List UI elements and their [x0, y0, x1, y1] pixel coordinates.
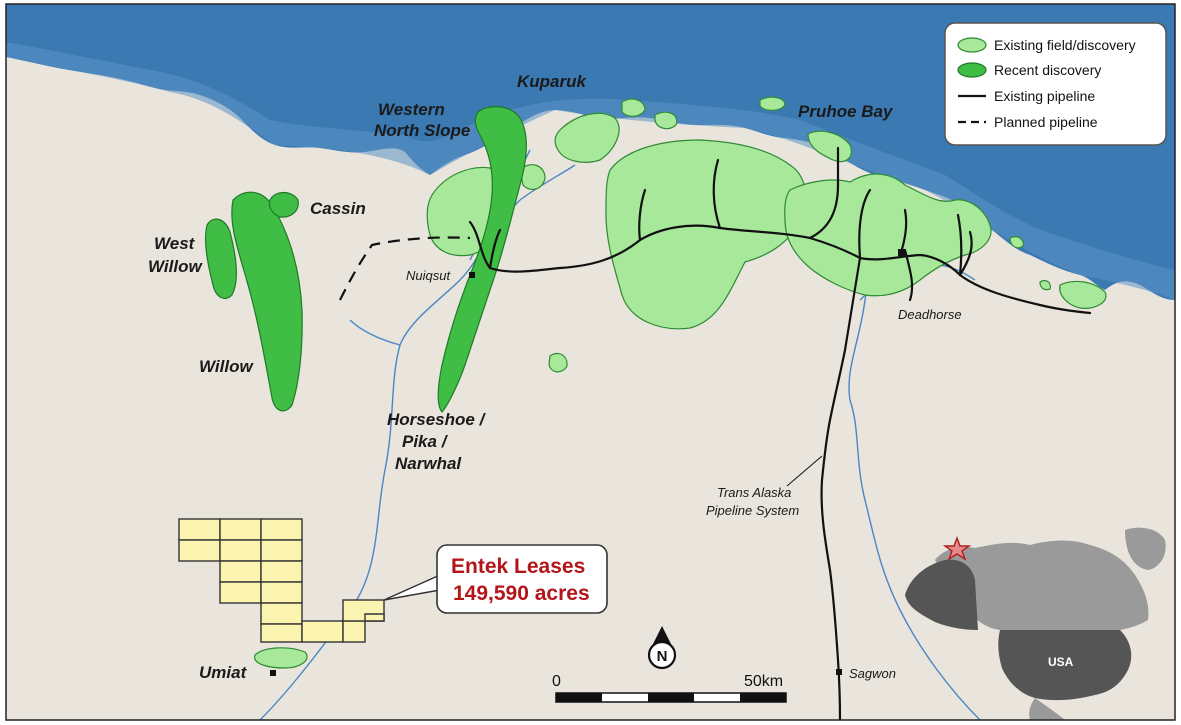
- lease-block: [178, 518, 221, 541]
- taps-leader: [786, 455, 823, 487]
- label-kuparuk: Kuparuk: [517, 72, 588, 91]
- town-marker-nuiqsut: [469, 272, 475, 278]
- field-small-2: [654, 111, 678, 130]
- lease-block: [301, 620, 344, 643]
- north-label: N: [657, 648, 668, 665]
- field-pruhoe-north: [807, 130, 852, 163]
- field-east-1: [1059, 280, 1107, 309]
- existing-pipelines: [468, 146, 1092, 720]
- lease-block: [260, 623, 303, 643]
- planned-pipeline: [339, 236, 471, 301]
- lease-block: [260, 560, 303, 583]
- callout-line-2: 149,590 acres: [453, 582, 590, 605]
- lease-block: [219, 539, 262, 562]
- inset-canada: [935, 540, 1149, 630]
- lease-block: [260, 518, 303, 541]
- label-cassin: Cassin: [310, 199, 366, 218]
- lease-block: [260, 602, 303, 625]
- lake: [44, 9, 247, 75]
- lease-block: [342, 620, 366, 643]
- label-western-1: Western: [378, 100, 445, 119]
- label-umiat: Umiat: [199, 663, 248, 682]
- legend-label-existing-pipeline: Existing pipeline: [994, 88, 1095, 104]
- coastal-shallows: [6, 42, 1175, 300]
- north-arrow-circle: [647, 640, 677, 670]
- field-south-small: [548, 352, 568, 373]
- field-pruhoe-north-2: [759, 96, 786, 111]
- town-marker-sagwon: [836, 669, 842, 675]
- legend-symbol-existing: [957, 37, 987, 53]
- beaufort-sea: [6, 4, 1175, 300]
- town-sagwon: Sagwon: [849, 666, 896, 681]
- star-icon: [942, 536, 972, 561]
- lease-block: [219, 560, 262, 583]
- town-marker-deadhorse: [898, 249, 905, 256]
- inset-alaska: [905, 559, 978, 630]
- label-west-willow-2: Willow: [148, 257, 203, 276]
- lease-block: [178, 539, 221, 562]
- legend-label-planned-pipeline: Planned pipeline: [994, 114, 1098, 130]
- field-umiat: [254, 647, 308, 669]
- callout-box: [436, 544, 608, 614]
- field-small-1: [621, 98, 646, 117]
- label-pruhoe-bay: Pruhoe Bay: [798, 102, 894, 121]
- existing-fields: [254, 96, 1107, 669]
- field-kuparuk: [554, 112, 620, 163]
- discovery-west-willow: [204, 218, 238, 299]
- town-deadhorse: Deadhorse: [898, 307, 962, 322]
- scale-bar: 0 50km: [552, 673, 787, 703]
- inset-usa-label: USA: [1048, 655, 1074, 669]
- lease-block: [260, 539, 303, 562]
- lease-block: [219, 581, 262, 604]
- legend-box: [944, 22, 1167, 146]
- field-east-2: [1009, 236, 1024, 249]
- inset-mexico: [1029, 698, 1065, 720]
- discovery-cassin: [268, 191, 299, 218]
- discovery-horseshoe-pika-narwhal: [437, 106, 528, 413]
- field-east-3: [1039, 279, 1051, 291]
- lease-block: [260, 581, 303, 604]
- town-marker-umiat: [270, 670, 276, 676]
- north-arrow: N: [647, 626, 677, 670]
- label-horseshoe-1: Horseshoe /: [387, 410, 487, 429]
- taps-label-2: Pipeline System: [706, 503, 799, 518]
- label-west-willow-1: West: [154, 234, 196, 253]
- legend-label-recent: Recent discovery: [994, 62, 1101, 78]
- callout-line-1: Entek Leases: [451, 555, 585, 578]
- field-kuparuk-east: [519, 164, 546, 191]
- label-willow: Willow: [199, 357, 254, 376]
- entek-callout: Entek Leases 149,590 acres: [383, 544, 608, 614]
- label-horseshoe-2: Pika /: [402, 432, 449, 451]
- legend: Existing field/discovery Recent discover…: [944, 22, 1167, 146]
- taps-label-1: Trans Alaska: [717, 485, 791, 500]
- legend-label-existing: Existing field/discovery: [994, 37, 1136, 53]
- town-markers: [270, 249, 905, 676]
- entek-leases: [178, 518, 385, 643]
- label-horseshoe-3: Narwhal: [395, 454, 462, 473]
- scale-end: 50km: [744, 673, 783, 690]
- field-central-large: [605, 139, 806, 330]
- map-frame: [5, 3, 1176, 721]
- legend-symbol-recent: [957, 62, 987, 78]
- scale-start: 0: [552, 673, 561, 690]
- lease-block: [364, 613, 385, 622]
- lease-block: [219, 518, 262, 541]
- town-nuiqsut: Nuiqsut: [406, 268, 451, 283]
- label-western-2: North Slope: [374, 121, 470, 140]
- inset-usa: [998, 630, 1132, 701]
- inset-north-america: USA: [905, 527, 1166, 720]
- inset-greenland: [1125, 527, 1166, 570]
- recent-discoveries: [204, 106, 528, 413]
